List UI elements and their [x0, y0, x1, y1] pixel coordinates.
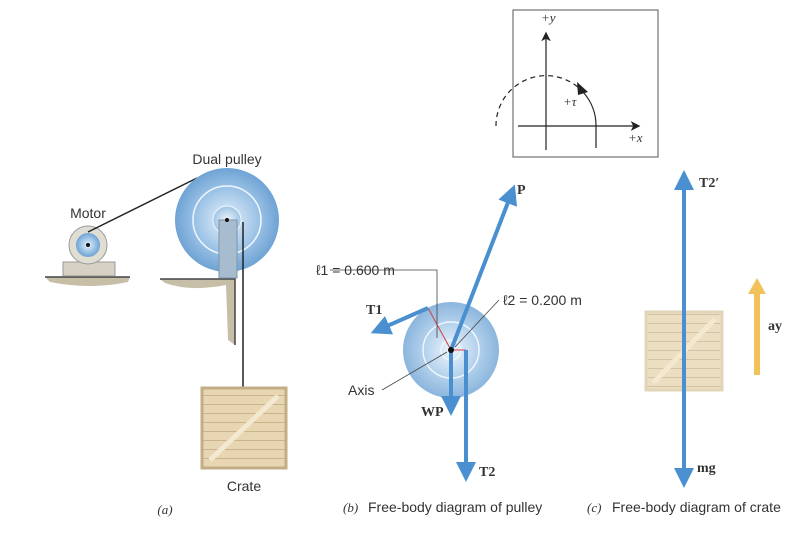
- torque-arc: [582, 91, 597, 148]
- P-label: P: [517, 183, 526, 198]
- x-label: +x: [628, 130, 643, 145]
- T2-prime-label: T2′: [699, 176, 719, 191]
- tau-label: +τ: [563, 94, 578, 109]
- coordinate-system-box: +y +x +τ: [495, 9, 659, 158]
- motor-ground: [45, 277, 130, 286]
- pulley-post: [218, 219, 238, 279]
- T1-label: T1: [366, 303, 382, 318]
- belt: [87, 177, 198, 233]
- motor-label: Motor: [70, 205, 106, 221]
- caption-a: (a): [157, 502, 172, 517]
- caption-c: Free-body diagram of crate: [612, 499, 781, 515]
- axis-point: [448, 347, 454, 353]
- mg-label: mg: [697, 461, 716, 476]
- caption-b-letter: (b): [343, 500, 358, 515]
- torque-arrowhead: [577, 82, 588, 95]
- pulley-label: Dual pulley: [192, 151, 261, 167]
- T2-label: T2: [479, 465, 495, 480]
- WP-label: WP: [421, 405, 444, 420]
- pulley-support-wall: [160, 279, 235, 345]
- crate-label: Crate: [227, 478, 261, 494]
- caption-b: Free-body diagram of pulley: [368, 499, 542, 515]
- ay-label: ay: [768, 319, 782, 334]
- l2-label: ℓ2 = 0.200 m: [503, 292, 582, 308]
- vector-T1: [370, 306, 429, 335]
- l2-leader: [454, 299, 500, 348]
- y-label: +y: [541, 10, 556, 25]
- pulley-free-body-diagram: ℓ1 = 0.600 m ℓ2 = 0.200 m Axis P T1 WP T…: [316, 183, 582, 515]
- l1-label: ℓ1 = 0.600 m: [316, 262, 395, 278]
- axis-label: Axis: [348, 382, 374, 398]
- setup-illustration: Motor Dual pulley Crate (a): [45, 151, 288, 517]
- vector-P: [449, 184, 518, 351]
- l1-leader: [330, 269, 438, 338]
- crate-free-body-diagram: T2′ mg ay (c) Free-body diagram of crate: [587, 170, 782, 515]
- caption-c-letter: (c): [587, 500, 601, 515]
- axis-leader: [381, 351, 448, 391]
